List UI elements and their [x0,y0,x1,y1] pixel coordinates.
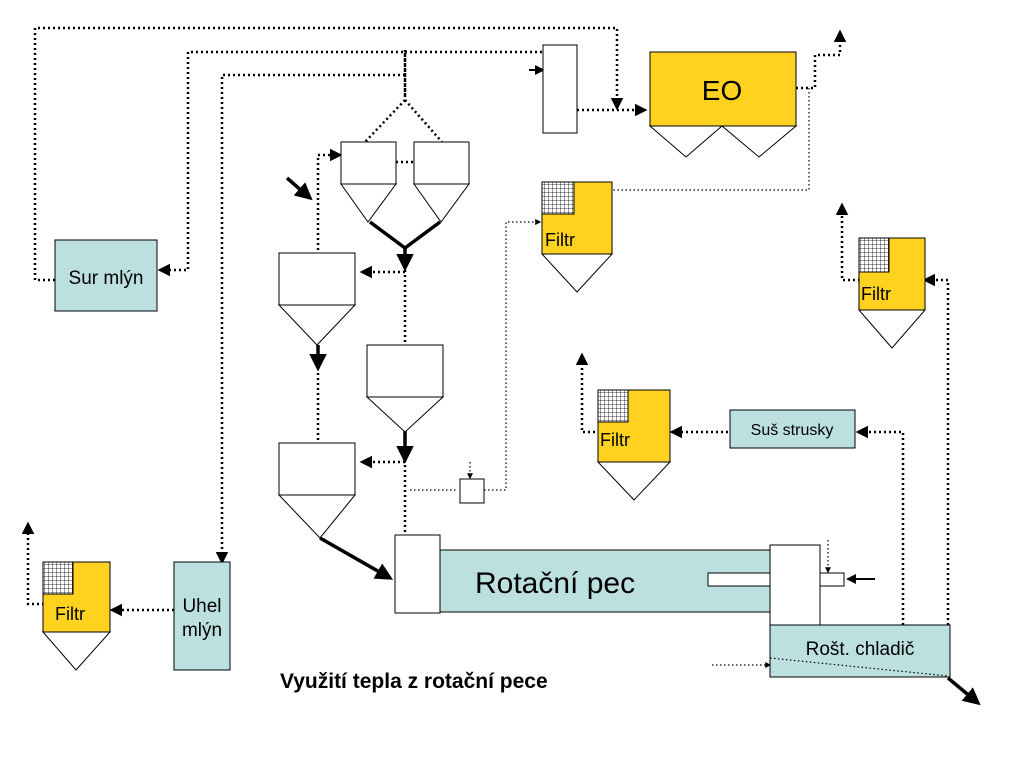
kiln-burner-pipe [707,572,773,587]
solid-inlet-arrow [285,176,313,201]
filtr-top-unit: Filtr [540,181,614,293]
sur-mlyn-unit: Sur mlýn [54,239,158,312]
flow-small-box-up [484,219,542,491]
sus-strusky-label: Suš strusky [751,422,834,439]
cyclone-stage-2 [277,252,357,346]
flow-eo-to-filtr-top [612,88,810,191]
flow-top-outer [33,26,624,282]
cyclone-stage-3 [365,344,445,433]
flow-left-vertical [316,148,343,250]
flow-to-sur-mlyn [157,50,407,277]
flow-cooler-to-filtr-right [922,273,950,625]
flow-filtr-right-exhaust [835,202,860,282]
grate-cooler-unit: Rošt. chladič [769,624,951,678]
grid-pattern-icon [541,181,575,215]
solid-cyclone4-to-kiln [319,536,394,580]
grid-pattern-icon [597,389,629,423]
uhel-mlyn-label-line2: mlýn [182,620,222,641]
uhel-mlyn-label-line1: Uhel [182,596,221,617]
flow-fork-right [404,99,443,143]
kiln-burner-tip [819,572,845,587]
cyclone-top-left [340,141,397,223]
eo-box [649,51,797,127]
eo-hopper-right [720,125,798,158]
eo-unit: EO [648,51,798,158]
filtr-right-unit: Filtr [857,237,927,349]
flow-eo-exhaust [796,29,847,90]
flow-to-uhel-mlyn [215,73,405,565]
flow-cooler-to-sus [855,425,905,625]
filtr-right-label: Filtr [861,284,891,304]
column-box [542,44,578,134]
solid-cooler-outlet [946,676,981,706]
eo-hopper-left [648,125,724,158]
small-box [459,478,485,504]
filtr-left-label: Filtr [55,604,85,624]
filtr-middle-unit: Filtr [596,389,672,501]
flow-fork-left [364,99,406,143]
cyclone-top-right [413,141,470,223]
grid-pattern-icon [858,237,890,273]
grid-pattern-icon [42,561,74,595]
rost-chladic-label: Rošt. chladič [806,639,915,660]
rotacni-pec-label: Rotační pec [475,567,635,600]
sur-mlyn-label: Sur mlýn [69,268,144,289]
filtr-left-unit: Filtr [41,561,112,671]
eo-label: EO [702,75,742,106]
kiln-inlet-box [394,534,441,614]
kiln-outlet-hood [769,544,821,626]
uhel-mlyn-unit: Uhel mlýn [173,561,231,671]
solid-cyclones-merge-right [403,220,442,250]
connections [21,26,981,706]
sus-strusky-unit: Suš strusky [729,409,856,449]
solid-cyclones-merge-left [368,220,407,250]
rotary-kiln-unit: Rotační pec [394,534,845,626]
filtr-top-label: Filtr [545,230,575,250]
filtr-middle-label: Filtr [600,430,630,450]
flow-filtr-mid-exhaust [575,352,600,434]
diagram-caption: Využití tepla z rotační pece [280,670,548,693]
cyclone-stage-4 [277,442,357,539]
flow-filtr-left-exhaust [21,521,44,606]
